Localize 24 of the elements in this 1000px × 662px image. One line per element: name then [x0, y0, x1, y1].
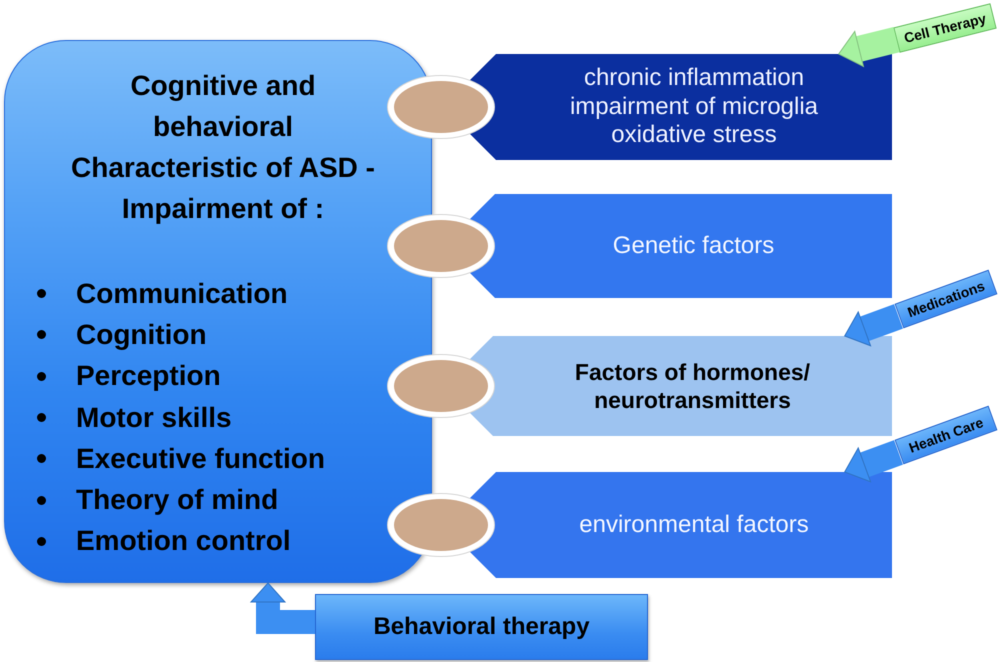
- callout-text: Cell Therapy: [902, 9, 988, 46]
- list-item: Perception: [76, 359, 221, 394]
- list-item: Cognition: [76, 318, 207, 352]
- factor-text: chronic inflammation: [584, 64, 804, 93]
- factor-box: [468, 472, 892, 578]
- factor-box: [468, 54, 892, 160]
- factor-box: [468, 194, 892, 298]
- characteristics-panel: [4, 40, 432, 583]
- factor-text: Genetic factors: [612, 232, 774, 260]
- list-item: Motor skills: [76, 400, 232, 435]
- therapy-box: [315, 594, 648, 660]
- list-item: Executive function: [76, 442, 325, 476]
- callout-text: Health Care: [906, 414, 985, 457]
- factor-text: Factors of hormones/ neurotransmitters: [574, 358, 812, 414]
- block-arrow: [250, 582, 315, 634]
- factor-text: oxidative stress: [611, 121, 777, 150]
- list-item: Emotion control: [76, 524, 291, 558]
- factor-text: environmental factors: [579, 511, 809, 539]
- list-item: Theory of mind: [76, 483, 278, 518]
- box-text: Behavioral therapy: [373, 613, 590, 641]
- factor-text: impairment of microglia: [570, 92, 818, 122]
- factor-box: [468, 336, 892, 436]
- list-item: Communication: [76, 276, 288, 311]
- panel-heading: Cognitive and behavioral Characteristic of ASD - Impairment of :: [70, 69, 376, 226]
